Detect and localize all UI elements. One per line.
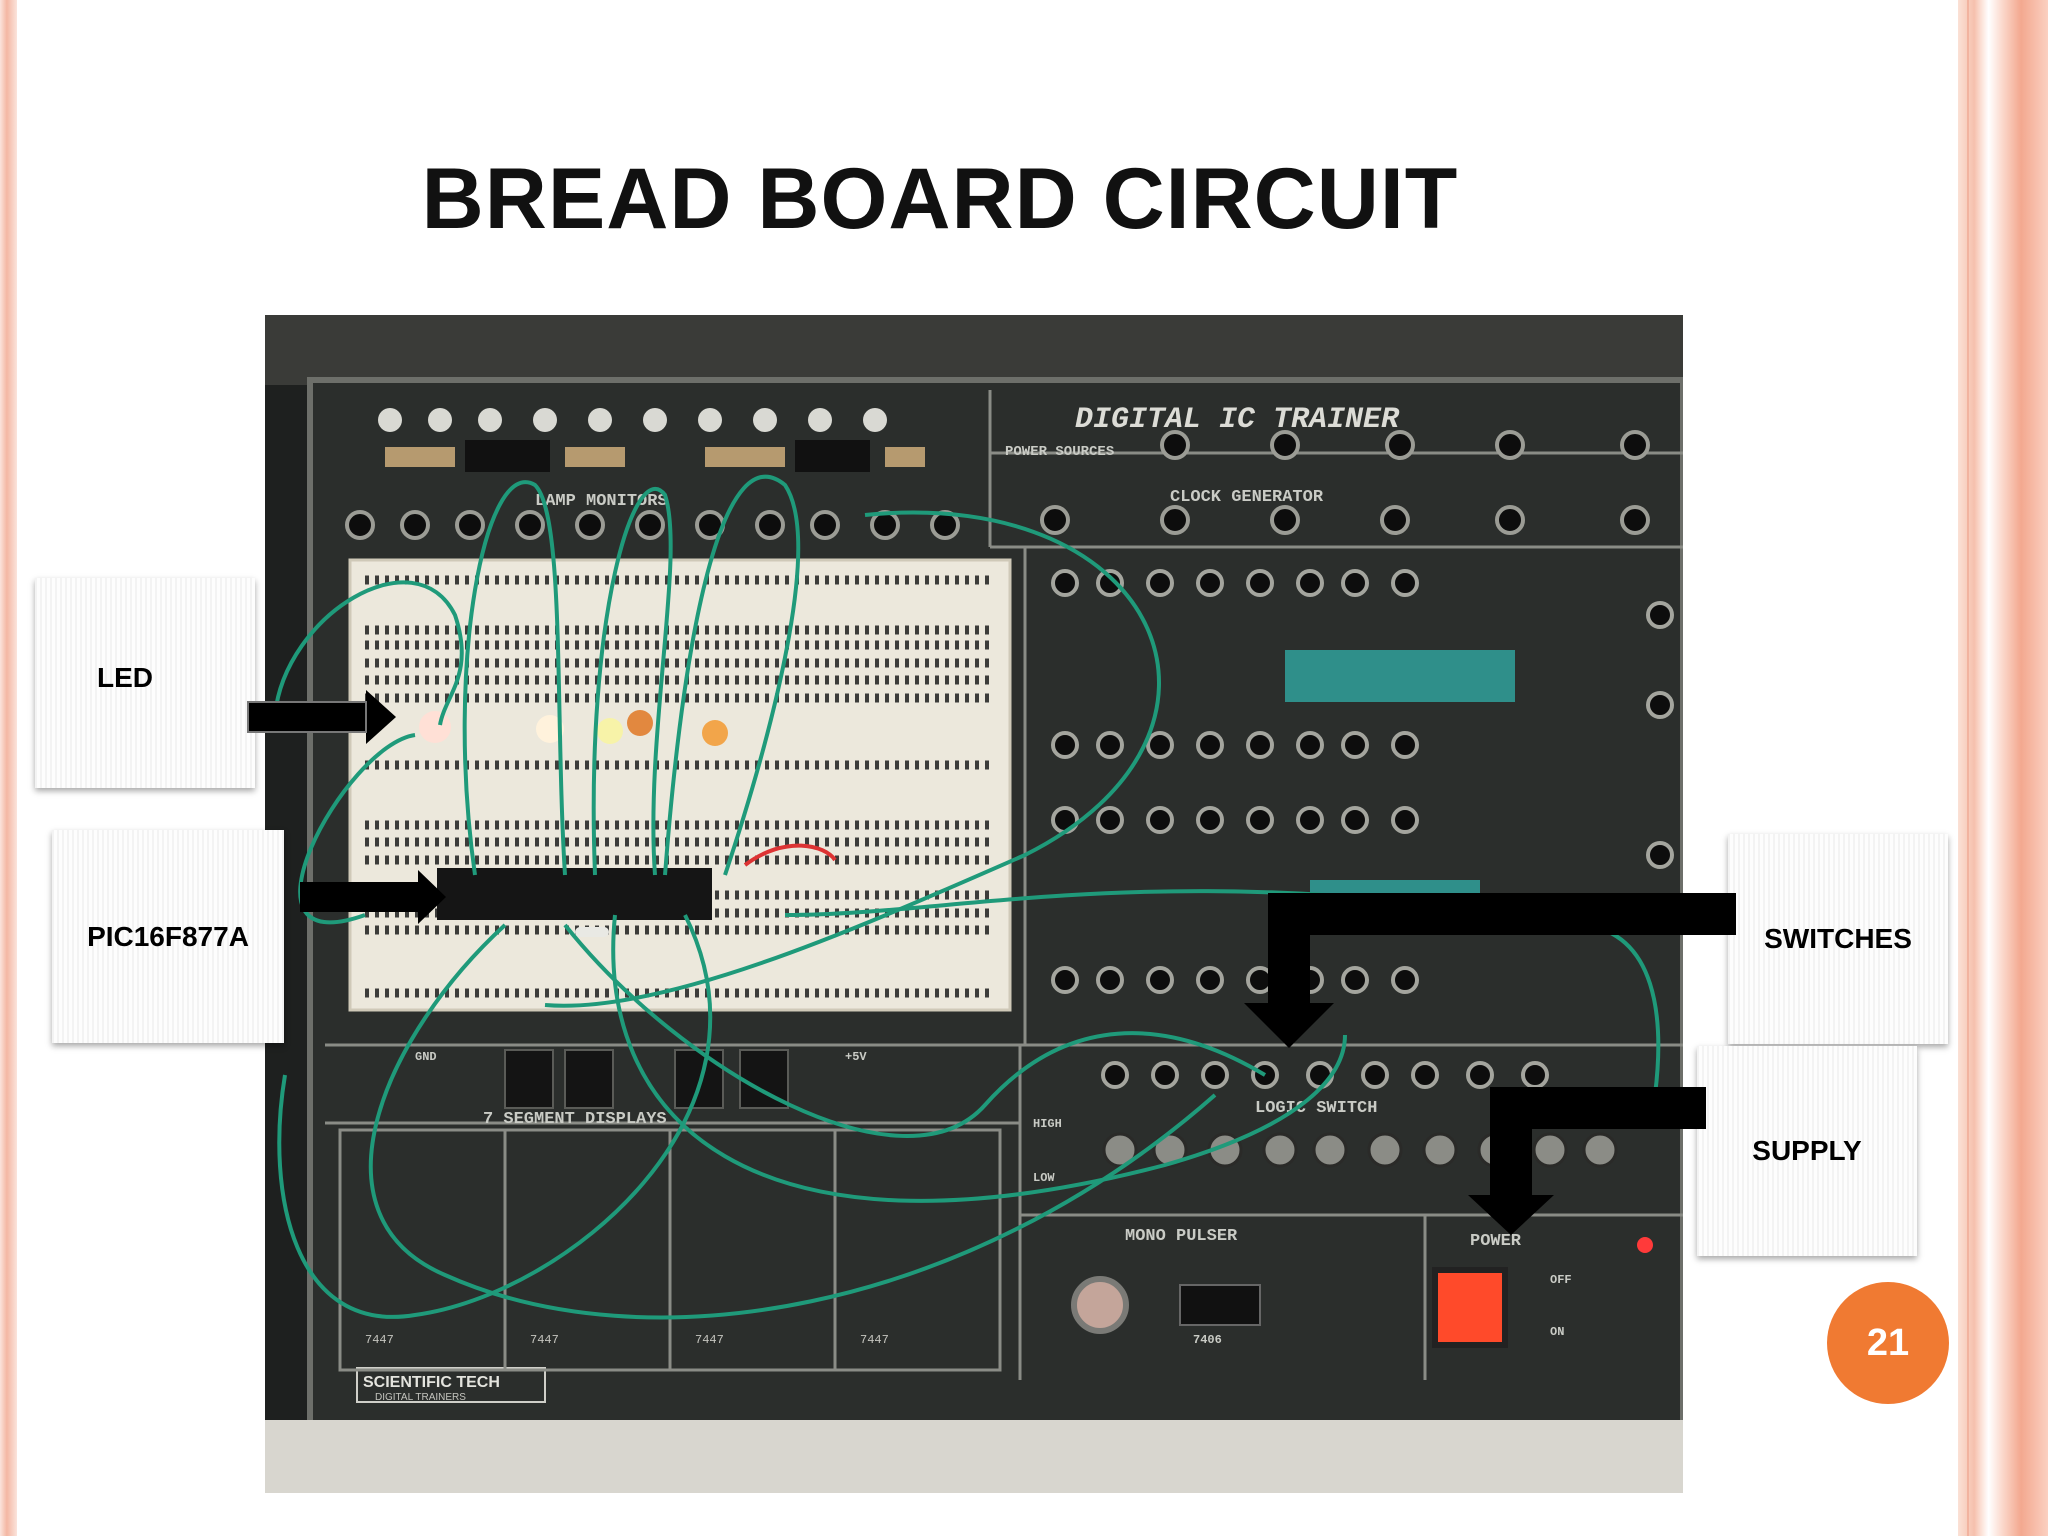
pic-callout: PIC16F877A [52,830,284,1043]
slide-left-border [0,0,17,1536]
chip-7447-label-1: 7447 [365,1333,394,1347]
panel-title: DIGITAL IC TRAINER [1075,403,1400,437]
off-label: OFF [1550,1273,1572,1287]
supply-callout: SUPPLY [1697,1046,1917,1256]
lamp-monitors-label: LAMP MONITORS [535,492,668,511]
chip-7447-label-4: 7447 [860,1333,889,1347]
slide-right-border [1958,0,2048,1536]
chip-7447-label-3: 7447 [695,1333,724,1347]
supply-label: SUPPLY [1752,1135,1862,1166]
page-number-badge: 21 [1827,1282,1949,1404]
gnd-label: GND [415,1050,437,1064]
mono-pulser-label: MONO PULSER [1125,1227,1238,1246]
chip-7406-label: 7406 [1193,1333,1222,1347]
brand-sub-label: DIGITAL TRAINERS [375,1392,466,1403]
logic-switch-label: LOGIC SWITCH [1255,1099,1377,1118]
trainer-photo: DIGITAL IC TRAINER LAMP MONITORS POWER S… [265,315,1683,1493]
led-callout: LED [35,578,255,788]
low-label: LOW [1033,1171,1055,1185]
slide-title: BREAD BOARD CIRCUIT [421,151,1459,247]
pic-label: PIC16F877A [87,920,249,952]
switches-callout: SWITCHES [1728,834,1948,1044]
led-label: LED [97,662,153,693]
switches-label: SWITCHES [1764,923,1912,954]
plus5v-label: +5V [845,1050,867,1064]
clock-generator-label: CLOCK GENERATOR [1170,488,1324,507]
power-sources-label: POWER SOURCES [1005,444,1114,460]
high-label: HIGH [1033,1117,1062,1131]
chip-7447-label-2: 7447 [530,1333,559,1347]
power-label: POWER [1470,1232,1522,1251]
on-label: ON [1550,1325,1564,1339]
seven-segment-label: 7 SEGMENT DISPLAYS [483,1110,667,1129]
brand-label: SCIENTIFIC TECH [363,1374,500,1391]
